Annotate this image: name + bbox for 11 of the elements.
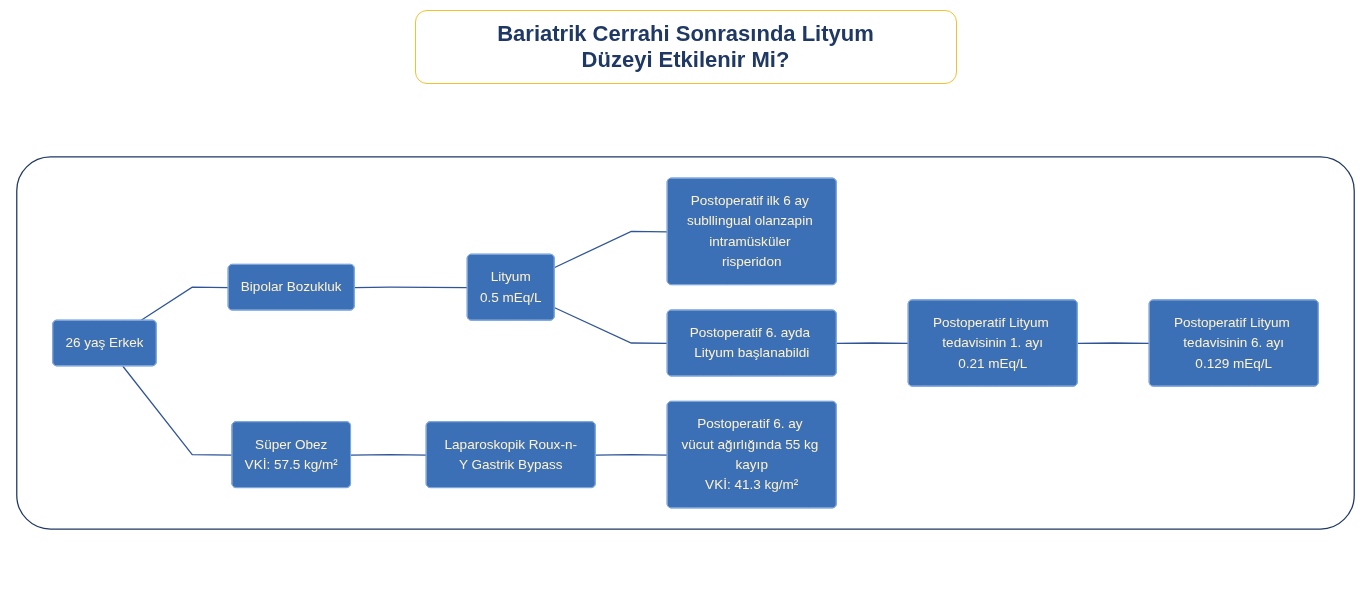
connector — [1077, 342, 1151, 345]
cluster — [16, 156, 1355, 530]
connector — [554, 230, 669, 269]
connector — [354, 286, 469, 289]
connector — [595, 454, 669, 456]
connector — [140, 286, 230, 322]
connector — [350, 454, 428, 456]
connector — [122, 365, 233, 456]
connector — [554, 307, 669, 345]
connector — [836, 342, 910, 345]
title: Bariatrik Cerrahi Sonrasında Lityum Düzeyi Etkilenir Mi? — [414, 10, 957, 84]
